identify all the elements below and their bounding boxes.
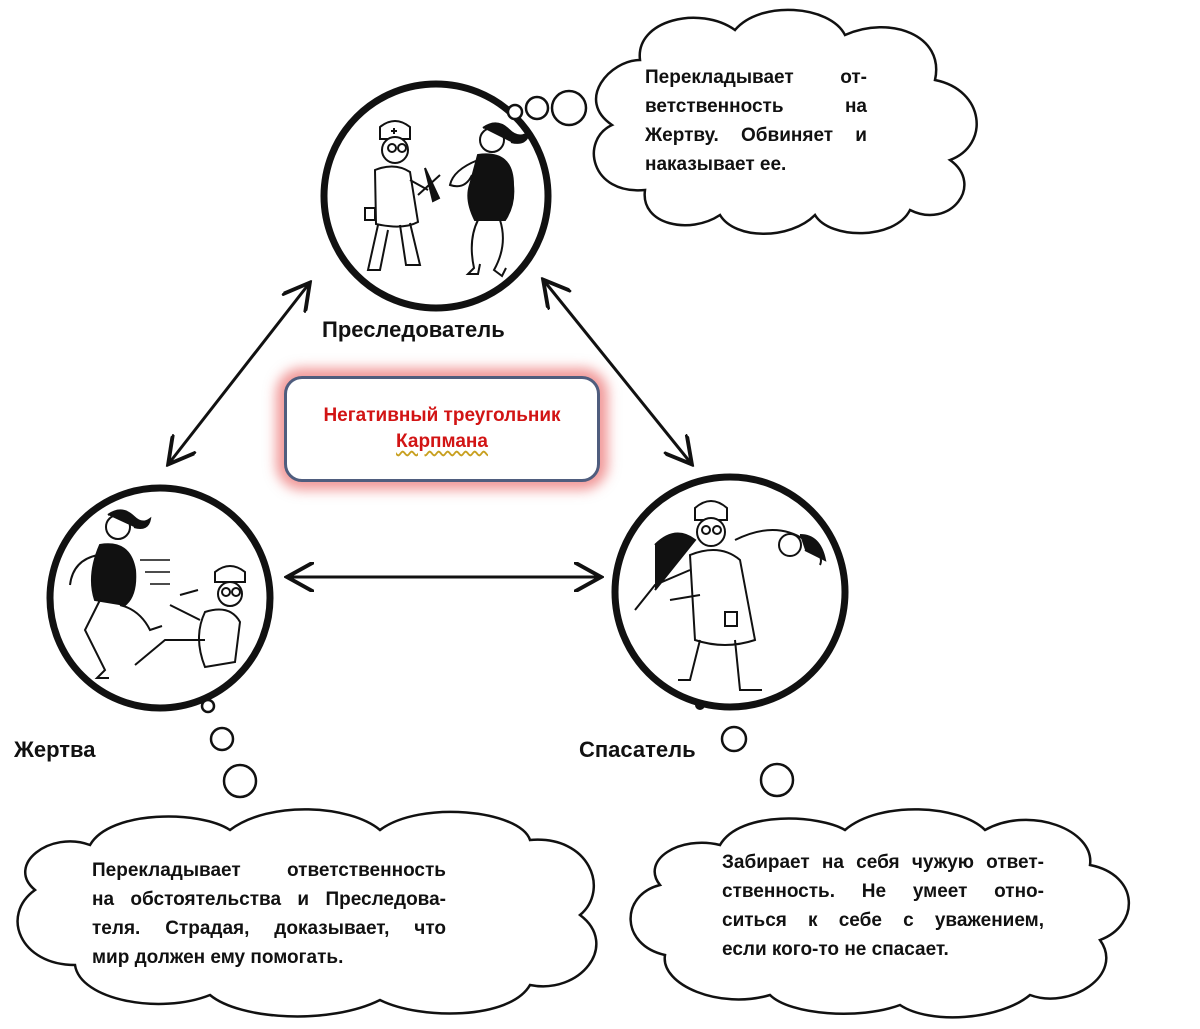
- victim-description-line: Перекладывает ответственность: [92, 860, 446, 881]
- rescuer-description-line: Забирает на себя чужую ответ-: [722, 852, 1044, 873]
- victim-description-line: теля. Страдая, доказывает, что: [92, 918, 446, 939]
- persecutor-description-line: Перекладывает от-: [645, 67, 867, 88]
- rescuer-description-line: если кого-то не спасает.: [722, 939, 949, 960]
- rescuer-label: Спасатель: [579, 737, 696, 762]
- persecutor-description: Перекладывает от- ветственность на Жертв…: [645, 63, 867, 179]
- rescuer-thought-bubble: [629, 725, 1130, 1019]
- rescuer-illustration: [611, 473, 849, 711]
- victim-description-line: на обстоятельства и Преследова-: [92, 889, 446, 910]
- persecutor-description-line: наказывает ее.: [645, 154, 787, 175]
- victim-label: Жертва: [14, 737, 96, 762]
- arrow-persecutor-victim: [170, 285, 308, 462]
- center-title-line1: Негативный треугольник: [323, 405, 561, 426]
- rescuer-description-line: ситься к себе с уважением,: [722, 910, 1044, 931]
- victim-description-line: мир должен ему помогать.: [92, 947, 344, 968]
- persecutor-thought-bubble: [506, 8, 978, 235]
- victim-thought-bubble: [16, 698, 598, 1018]
- rescuer-description: Забирает на себя чужую ответ- ственность…: [722, 848, 1044, 964]
- persecutor-label: Преследователь: [322, 317, 505, 342]
- rescuer-description-line: ственность. Не умеет отно-: [722, 881, 1044, 902]
- persecutor-illustration: [320, 80, 552, 312]
- victim-description: Перекладывает ответственность на обстоят…: [92, 856, 446, 972]
- arrow-persecutor-rescuer: [545, 282, 690, 462]
- center-title-box: Негативный треугольник Карпмана: [284, 376, 600, 482]
- persecutor-description-line: Жертву. Обвиняет и: [645, 125, 867, 146]
- center-title-line2: Карпмана: [396, 431, 488, 452]
- victim-illustration: [46, 484, 274, 712]
- persecutor-description-line: ветственность на: [645, 96, 867, 117]
